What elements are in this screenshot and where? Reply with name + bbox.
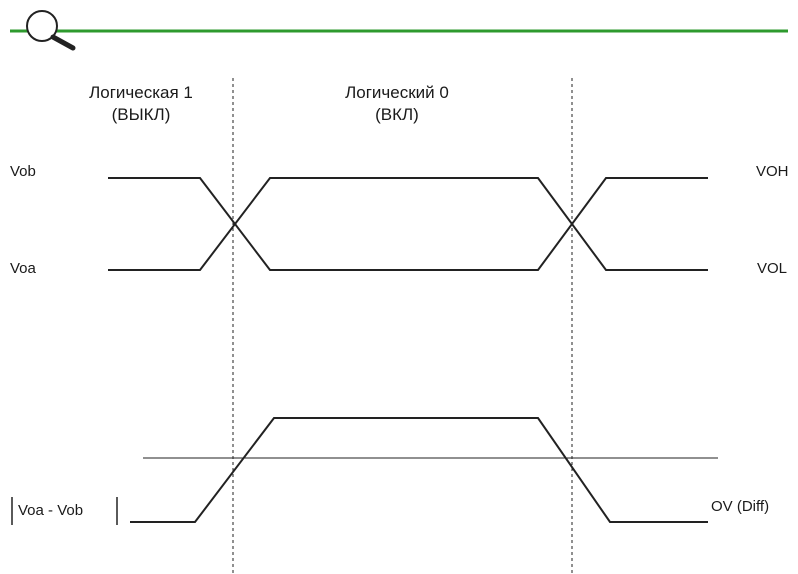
diff-zero-label: OV (Diff) bbox=[711, 498, 770, 515]
logic1-state: (ВЫКЛ) bbox=[111, 105, 171, 124]
magnifier-icon bbox=[26, 10, 76, 51]
diff-label: Voa - Vob bbox=[18, 502, 84, 519]
logic1-header: Логическая 1 (ВЫКЛ) bbox=[66, 82, 216, 126]
logic1-title: Логическая 1 bbox=[89, 83, 193, 102]
voa-waveform bbox=[108, 177, 708, 271]
voa-label: Voa bbox=[10, 260, 36, 277]
vob-waveform bbox=[108, 177, 708, 271]
voh-label: VOH bbox=[756, 163, 789, 180]
vol-label: VOL bbox=[757, 260, 788, 277]
diff-waveform bbox=[130, 417, 708, 523]
vob-label: Vob bbox=[10, 163, 36, 180]
logic0-header: Логический 0 (ВКЛ) bbox=[322, 82, 472, 126]
logic0-title: Логический 0 bbox=[345, 83, 449, 102]
logic0-state: (ВКЛ) bbox=[375, 105, 419, 124]
